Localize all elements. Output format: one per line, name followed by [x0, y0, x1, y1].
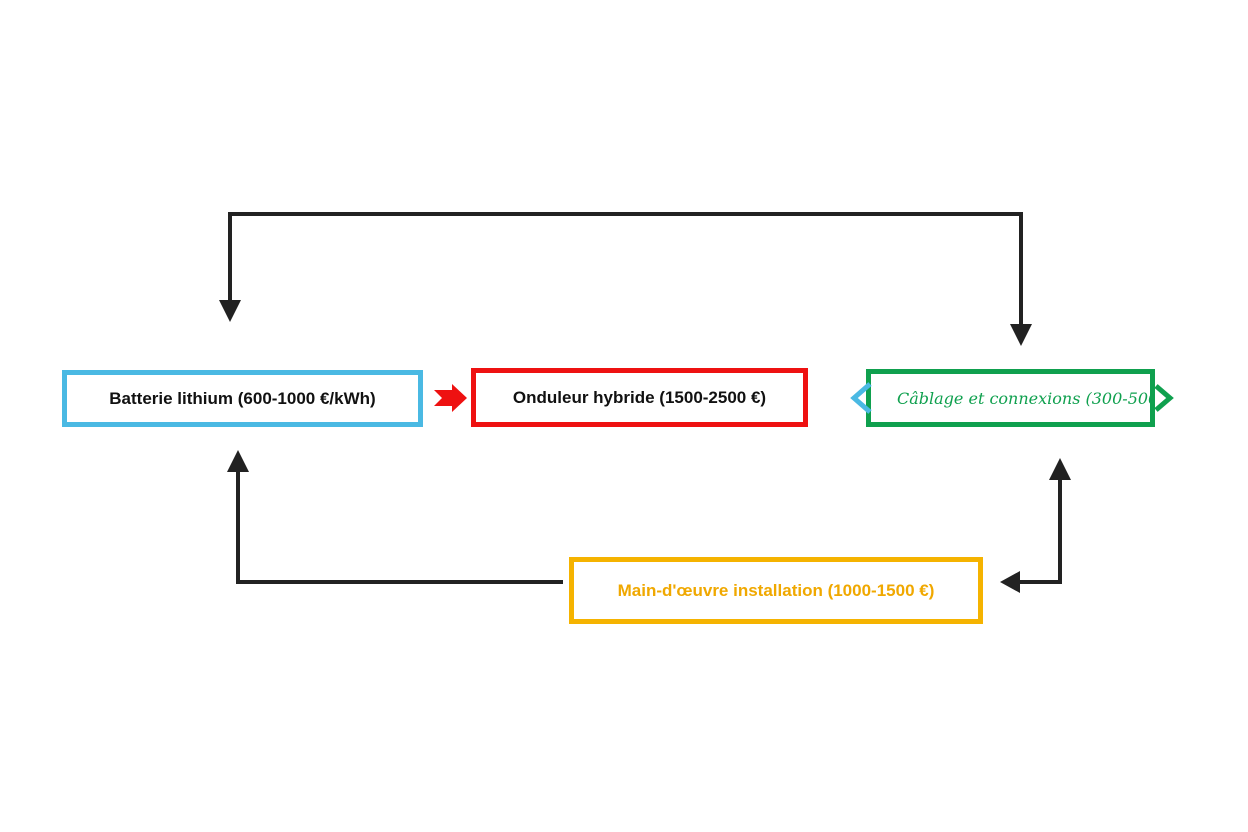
edge-labor-to-battery: [236, 470, 563, 584]
arrowhead-into-labor: [1000, 571, 1020, 593]
node-battery-label: Batterie lithium (600-1000 €/kWh): [109, 388, 376, 408]
node-inverter-label: Onduleur hybride (1500-2500 €): [512, 387, 767, 407]
node-inverter: Onduleur hybride (1500-2500 €): [471, 368, 808, 427]
node-labor: Main-d'œuvre installation (1000-1500 €): [569, 557, 983, 624]
node-labor-label: Main-d'œuvre installation (1000-1500 €): [617, 580, 935, 600]
node-cabling-label: Câblage et connexions (300-500: [897, 388, 1155, 408]
edge-labor-to-cabling: [1016, 478, 1062, 584]
arrowhead-into-cabling-top: [1010, 324, 1032, 346]
node-battery: Batterie lithium (600-1000 €/kWh): [62, 370, 423, 427]
arrow-battery-to-inverter: [434, 384, 467, 412]
arrowhead-into-cabling-bottom: [1049, 458, 1071, 480]
arrowhead-into-battery-top: [219, 300, 241, 322]
arrowhead-into-battery-bottom: [227, 450, 249, 472]
node-cabling: Câblage et connexions (300-500: [866, 369, 1155, 427]
cabling-left-connector-icon: [850, 382, 872, 414]
cabling-right-connector-icon: [1154, 384, 1174, 412]
edge-top-loop: [228, 212, 1023, 326]
